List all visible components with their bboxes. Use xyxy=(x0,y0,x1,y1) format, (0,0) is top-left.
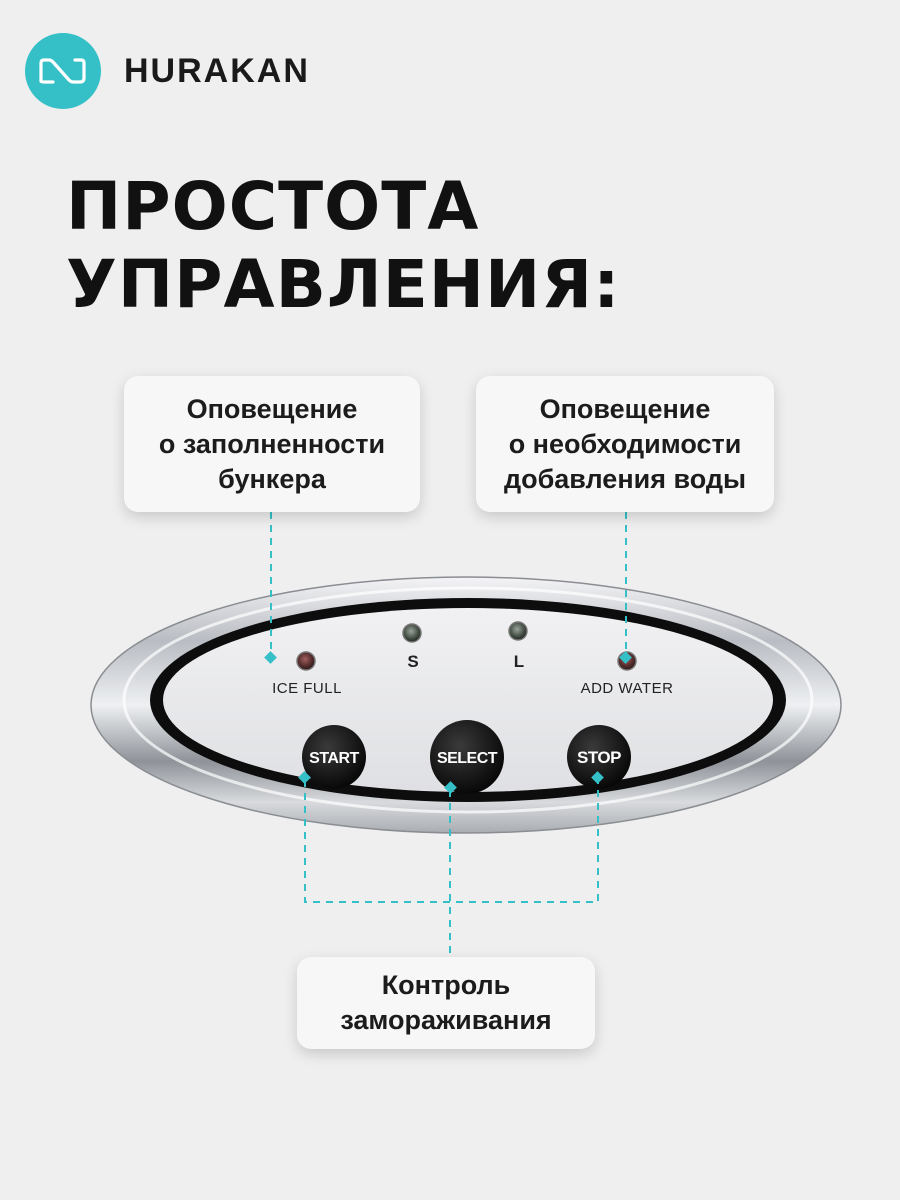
callout-freeze-line-2: замораживания xyxy=(340,1005,552,1035)
size-small-label: S xyxy=(407,652,418,671)
size-small-led xyxy=(402,623,422,643)
callout-add-water-line-2: о необходимости xyxy=(508,428,742,459)
size-large-label: L xyxy=(514,652,524,671)
brand-name: HURAKAN xyxy=(124,52,310,90)
brand-logo xyxy=(25,33,101,109)
callout-freeze-control: Контроль замораживания xyxy=(297,957,595,1049)
callout-add-water-line-1: Оповещение xyxy=(539,393,711,424)
panel-chrome-inner-rim xyxy=(122,586,814,814)
leader-lines xyxy=(270,512,627,957)
start-button-label: START xyxy=(309,750,359,767)
callout-ice-full-line-3: бункера xyxy=(218,463,326,494)
add-water-label: ADD WATER xyxy=(581,680,674,697)
callout-ice-full-line-2: о заполненности xyxy=(158,428,386,459)
size-large-led xyxy=(508,621,528,641)
stop-button-label: STOP xyxy=(577,748,621,767)
callout-add-water-line-3: добавления воды xyxy=(503,463,747,494)
page-title: ПРОСТОТА УПРАВЛЕНИЯ: xyxy=(66,168,846,324)
page-title-line-1: ПРОСТОТА xyxy=(66,168,480,245)
stop-button[interactable]: STOP xyxy=(567,725,631,789)
ice-full-led xyxy=(296,651,316,671)
callout-add-water: Оповещение о необходимости добавления во… xyxy=(476,376,774,512)
callout-ice-full: Оповещение о заполненности бункера xyxy=(124,376,420,512)
page-title-line-2: УПРАВЛЕНИЯ: xyxy=(66,246,621,323)
callout-freeze-line-1: Контроль xyxy=(381,970,511,1000)
select-button-label: SELECT xyxy=(437,750,498,767)
start-button[interactable]: START xyxy=(302,725,366,789)
hurakan-logo-icon xyxy=(39,58,86,84)
callout-ice-full-line-1: Оповещение xyxy=(186,393,358,424)
select-button[interactable]: SELECT xyxy=(430,720,504,794)
ice-full-label: ICE FULL xyxy=(272,680,342,697)
